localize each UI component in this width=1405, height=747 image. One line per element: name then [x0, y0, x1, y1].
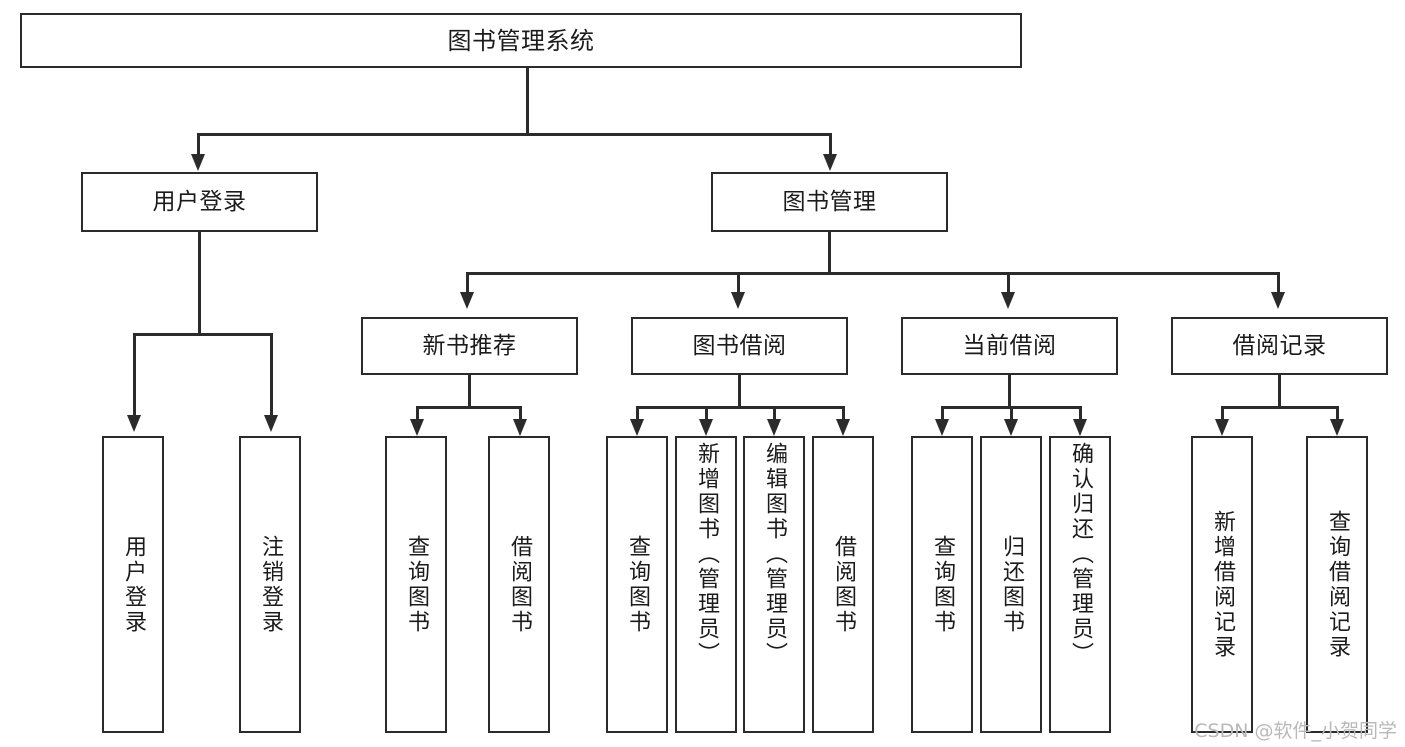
- leaf-add-book-admin[interactable]: 新增图书（管理员）: [675, 436, 737, 733]
- connector-to-new-book: [466, 272, 469, 296]
- connector-user-login-trunk: [198, 232, 201, 335]
- connector-book-borrow-bar: [636, 406, 844, 409]
- connector-current-borrow-drop-2: [1010, 406, 1013, 422]
- node-label: 用户登录: [152, 188, 247, 215]
- node-label: 编辑图书（管理员）: [762, 442, 787, 667]
- connector-current-borrow-trunk: [1008, 375, 1011, 408]
- connector-borrow-record-drop-1: [1221, 406, 1224, 422]
- arrow-borrow-record-leaf-2: [1330, 419, 1344, 436]
- connector-new-book-drop-2: [519, 406, 522, 422]
- node-new-book-recommend[interactable]: 新书推荐: [361, 317, 578, 375]
- node-current-borrow[interactable]: 当前借阅: [901, 317, 1118, 375]
- node-label: 图书管理系统: [447, 26, 595, 55]
- node-label: 新书推荐: [422, 332, 517, 359]
- connector-borrow-record-trunk: [1278, 375, 1281, 408]
- node-label: 注销登录: [258, 534, 283, 635]
- node-book-manage[interactable]: 图书管理: [711, 172, 948, 232]
- connector-book-borrow-drop-4: [842, 406, 845, 422]
- leaf-new-book-query[interactable]: 查询图书: [385, 436, 447, 733]
- leaf-add-borrow-record[interactable]: 新增借阅记录: [1191, 436, 1253, 733]
- node-root-system[interactable]: 图书管理系统: [20, 13, 1022, 68]
- arrow-to-book-manage: [823, 154, 837, 171]
- arrow-current-borrow-leaf-1: [935, 419, 949, 436]
- connector-to-book-borrow: [737, 272, 740, 296]
- connector-book-manage-trunk: [828, 232, 831, 274]
- arrow-to-leaf-logout: [264, 415, 278, 432]
- node-label: 借阅记录: [1232, 332, 1327, 359]
- connector-borrow-record-drop-2: [1336, 406, 1339, 422]
- node-label: 用户登录: [121, 534, 146, 635]
- node-label: 借阅图书: [831, 534, 856, 635]
- connector-root-to-user-login: [197, 133, 200, 160]
- connector-to-borrow-record: [1277, 272, 1280, 296]
- connector-book-manage-bar: [466, 272, 1278, 275]
- connector-borrow-record-bar: [1221, 406, 1338, 409]
- arrow-to-leaf-user-login: [127, 415, 141, 432]
- node-label: 新增借阅记录: [1210, 509, 1235, 660]
- connector-user-login-drop-1: [133, 333, 136, 419]
- arrow-book-borrow-leaf-2: [699, 419, 713, 436]
- connector-user-login-bar: [133, 333, 272, 336]
- node-label: 确认归还（管理员）: [1068, 442, 1093, 667]
- leaf-logout[interactable]: 注销登录: [239, 436, 301, 733]
- connector-to-current-borrow: [1007, 272, 1010, 296]
- arrow-to-borrow-record: [1271, 292, 1285, 309]
- connector-book-borrow-drop-1: [636, 406, 639, 422]
- connector-new-book-drop-1: [416, 406, 419, 422]
- csdn-watermark: CSDN @软件_小贺同学: [1194, 720, 1397, 742]
- arrow-new-book-leaf-1: [410, 419, 424, 436]
- leaf-borrow-book[interactable]: 借阅图书: [812, 436, 874, 733]
- arrow-book-borrow-leaf-1: [630, 419, 644, 436]
- connector-user-login-drop-2: [270, 333, 273, 419]
- connector-root-trunk: [526, 68, 529, 134]
- connector-book-borrow-drop-2: [705, 406, 708, 422]
- leaf-confirm-return-admin[interactable]: 确认归还（管理员）: [1049, 436, 1111, 733]
- node-label: 查询图书: [404, 534, 429, 635]
- arrow-to-current-borrow: [1001, 292, 1015, 309]
- node-label: 查询图书: [930, 534, 955, 635]
- arrow-to-new-book: [460, 292, 474, 309]
- leaf-user-login[interactable]: 用户登录: [102, 436, 164, 733]
- connector-new-book-trunk: [468, 375, 471, 408]
- node-label: 查询借阅记录: [1325, 509, 1350, 660]
- connector-root-bar: [197, 133, 832, 136]
- arrow-borrow-record-leaf-1: [1215, 419, 1229, 436]
- connector-root-to-book-manage: [829, 133, 832, 160]
- leaf-new-book-borrow[interactable]: 借阅图书: [488, 436, 550, 733]
- arrow-new-book-leaf-2: [513, 419, 527, 436]
- node-label: 归还图书: [999, 534, 1024, 635]
- leaf-return-book[interactable]: 归还图书: [980, 436, 1042, 733]
- leaf-current-query-book[interactable]: 查询图书: [911, 436, 973, 733]
- node-borrow-record[interactable]: 借阅记录: [1171, 317, 1388, 375]
- arrow-current-borrow-leaf-2: [1004, 419, 1018, 436]
- arrow-book-borrow-leaf-3: [767, 419, 781, 436]
- node-label: 查询图书: [625, 534, 650, 635]
- connector-current-borrow-drop-3: [1079, 406, 1082, 422]
- node-label: 当前借阅: [962, 332, 1057, 359]
- leaf-query-borrow-record[interactable]: 查询借阅记录: [1306, 436, 1368, 733]
- node-book-borrow[interactable]: 图书借阅: [631, 317, 848, 375]
- node-user-login[interactable]: 用户登录: [81, 172, 318, 232]
- node-label: 图书借阅: [692, 332, 787, 359]
- leaf-borrow-query-book[interactable]: 查询图书: [606, 436, 668, 733]
- arrow-to-user-login: [191, 154, 205, 171]
- connector-new-book-bar: [416, 406, 521, 409]
- connector-current-borrow-drop-1: [941, 406, 944, 422]
- connector-book-borrow-trunk: [738, 375, 741, 408]
- leaf-edit-book-admin[interactable]: 编辑图书（管理员）: [743, 436, 805, 733]
- arrow-to-book-borrow: [731, 292, 745, 309]
- node-label: 新增图书（管理员）: [694, 442, 719, 667]
- arrow-book-borrow-leaf-4: [836, 419, 850, 436]
- arrow-current-borrow-leaf-3: [1073, 419, 1087, 436]
- node-label: 借阅图书: [507, 534, 532, 635]
- node-label: 图书管理: [782, 188, 877, 215]
- connector-book-borrow-drop-3: [773, 406, 776, 422]
